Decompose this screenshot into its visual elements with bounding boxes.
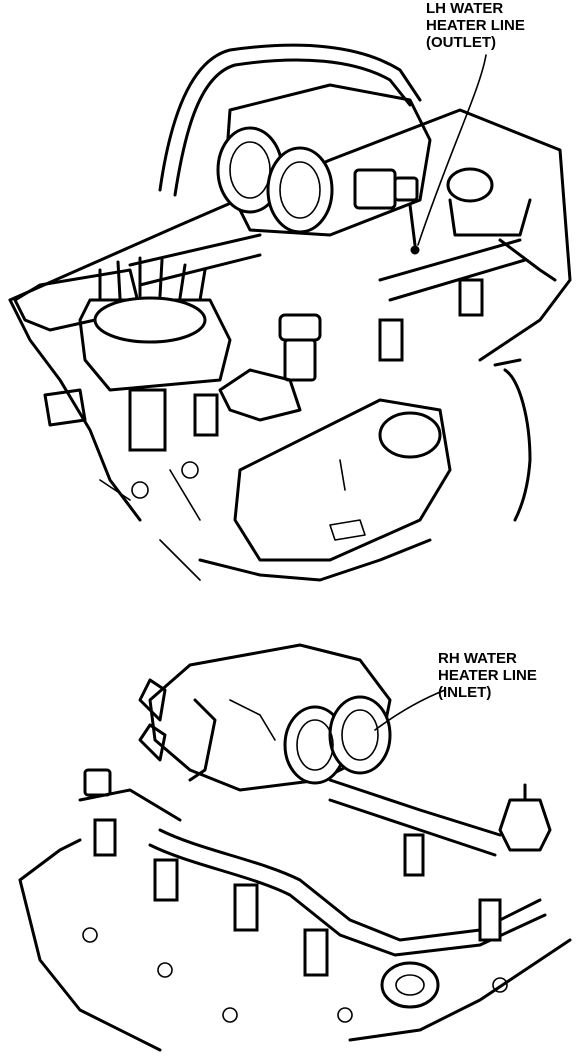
- lh-callout-line-2: HEATER LINE: [426, 17, 525, 34]
- throttle-sensor: [353, 168, 397, 210]
- lower-oil-filler-cap: [380, 961, 440, 1009]
- rh-callout-line-3: (INLET): [438, 684, 492, 701]
- lh-water-heater-line-callout: LH WATER HEATER LINE (OUTLET): [426, 0, 525, 51]
- lh-callout-line-1: LH WATER: [426, 0, 504, 17]
- lh-callout-line-3: (OUTLET): [426, 34, 496, 51]
- throttle-bore-right: [266, 146, 334, 234]
- rh-water-heater-line-callout: RH WATER HEATER LINE (INLET): [438, 650, 537, 701]
- lower-throttle-bore-right: [328, 695, 392, 775]
- pressure-regulator: [446, 167, 494, 203]
- distributor-shaft: [128, 388, 167, 452]
- rh-callout-line-1: RH WATER: [438, 650, 517, 667]
- upper-engine-view: [8, 43, 572, 582]
- lh-outlet-fitting: [410, 245, 420, 255]
- oil-filler-cap: [378, 411, 442, 459]
- lower-engine-view: [18, 643, 572, 1052]
- rh-callout-line-2: HEATER LINE: [438, 667, 537, 684]
